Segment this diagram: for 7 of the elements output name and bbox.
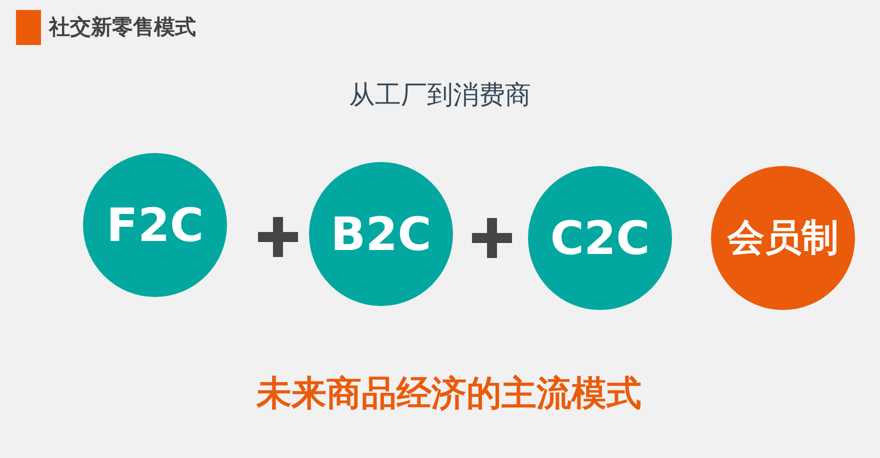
- circle-label: 会员制: [728, 218, 838, 258]
- subtitle: 从工厂到消费商: [349, 80, 531, 112]
- tagline: 未来商品经济的主流模式: [256, 373, 642, 415]
- circle-label: F2C: [106, 200, 204, 250]
- circle-label: B2C: [330, 208, 432, 260]
- page-title: 社交新零售模式: [49, 14, 196, 40]
- circle-label: C2C: [550, 212, 650, 264]
